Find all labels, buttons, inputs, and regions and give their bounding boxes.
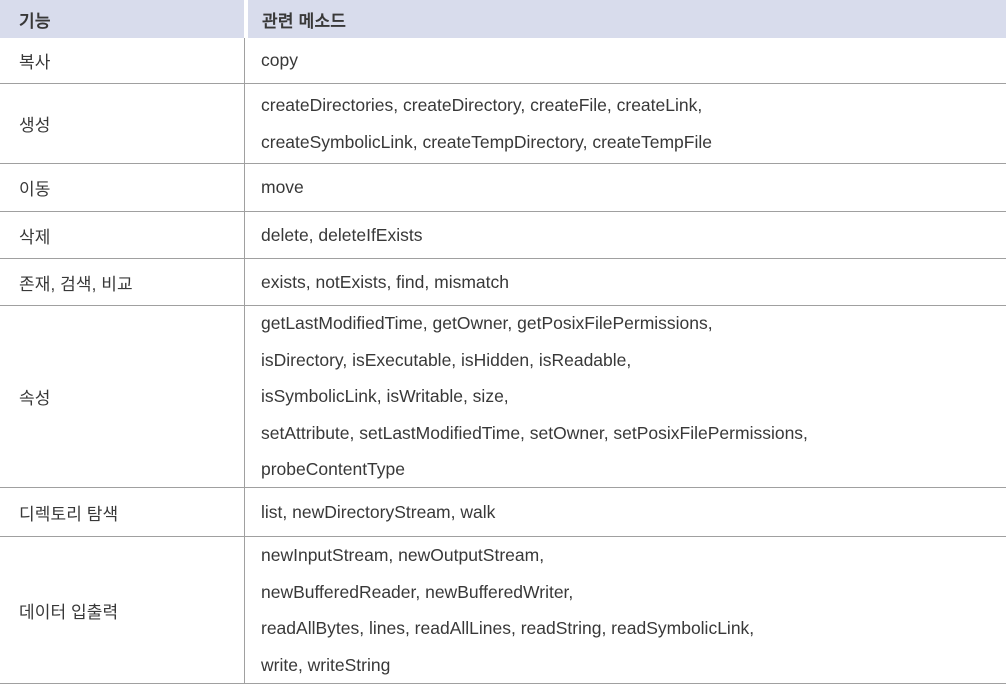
methods-cell: delete, deleteIfExists [244,212,1006,258]
method-line: move [261,177,304,198]
method-line: isDirectory, isExecutable, isHidden, isR… [261,349,632,370]
feature-cell: 복사 [19,53,51,72]
table-row: 디렉토리 탐색 list, newDirectoryStream, walk [0,488,1006,537]
method-line: copy [261,50,298,71]
methods-cell: exists, notExists, find, mismatch [244,259,1006,305]
methods-cell: newInputStream, newOutputStream, newBuff… [244,537,1006,683]
method-line: probeContentType [261,459,405,480]
method-line: getLastModifiedTime, getOwner, getPosixF… [261,313,713,334]
feature-cell: 이동 [19,180,51,199]
table-row: 존재, 검색, 비교 exists, notExists, find, mism… [0,259,1006,306]
method-line: createSymbolicLink, createTempDirectory,… [261,131,712,152]
header-feature-column: 기능 [0,0,244,38]
feature-cell: 생성 [19,116,51,135]
feature-cell: 디렉토리 탐색 [19,504,119,524]
method-line: createDirectories, createDirectory, crea… [261,95,703,115]
feature-cell: 데이터 입출력 [19,602,119,622]
table-row: 삭제 delete, deleteIfExists [0,212,1006,259]
methods-cell: getLastModifiedTime, getOwner, getPosixF… [244,306,1006,487]
feature-cell: 삭제 [19,227,51,247]
methods-cell: list, newDirectoryStream, walk [244,488,1006,536]
methods-cell: copy [244,38,1006,83]
header-methods-column: 관련 메소드 [248,0,1006,38]
table-row: 생성 createDirectories, createDirectory, c… [0,84,1006,164]
table-row: 데이터 입출력 newInputStream, newOutputStream,… [0,537,1006,684]
feature-cell: 존재, 검색, 비교 [19,274,133,294]
method-line: write, writeString [261,654,391,675]
method-line: list, newDirectoryStream, walk [261,501,496,522]
method-line: newInputStream, newOutputStream, [261,545,545,565]
feature-cell: 속성 [19,389,51,408]
method-line: delete, deleteIfExists [261,224,423,245]
method-line: readAllBytes, lines, readAllLines, readS… [261,618,755,638]
methods-cell: createDirectories, createDirectory, crea… [244,84,1006,163]
methods-cell: move [244,164,1006,211]
method-line: setAttribute, setLastModifiedTime, setOw… [261,422,808,443]
table-header-row: 기능 관련 메소드 [0,0,1006,38]
method-line: newBufferedReader, newBufferedWriter, [261,581,574,602]
table-row: 속성 getLastModifiedTime, getOwner, getPos… [0,306,1006,488]
method-line: exists, notExists, find, mismatch [261,271,509,292]
method-line: isSymbolicLink, isWritable, size, [261,386,509,407]
header-column-gap [244,0,248,38]
table-row: 이동 move [0,164,1006,212]
table-row: 복사 copy [0,38,1006,84]
